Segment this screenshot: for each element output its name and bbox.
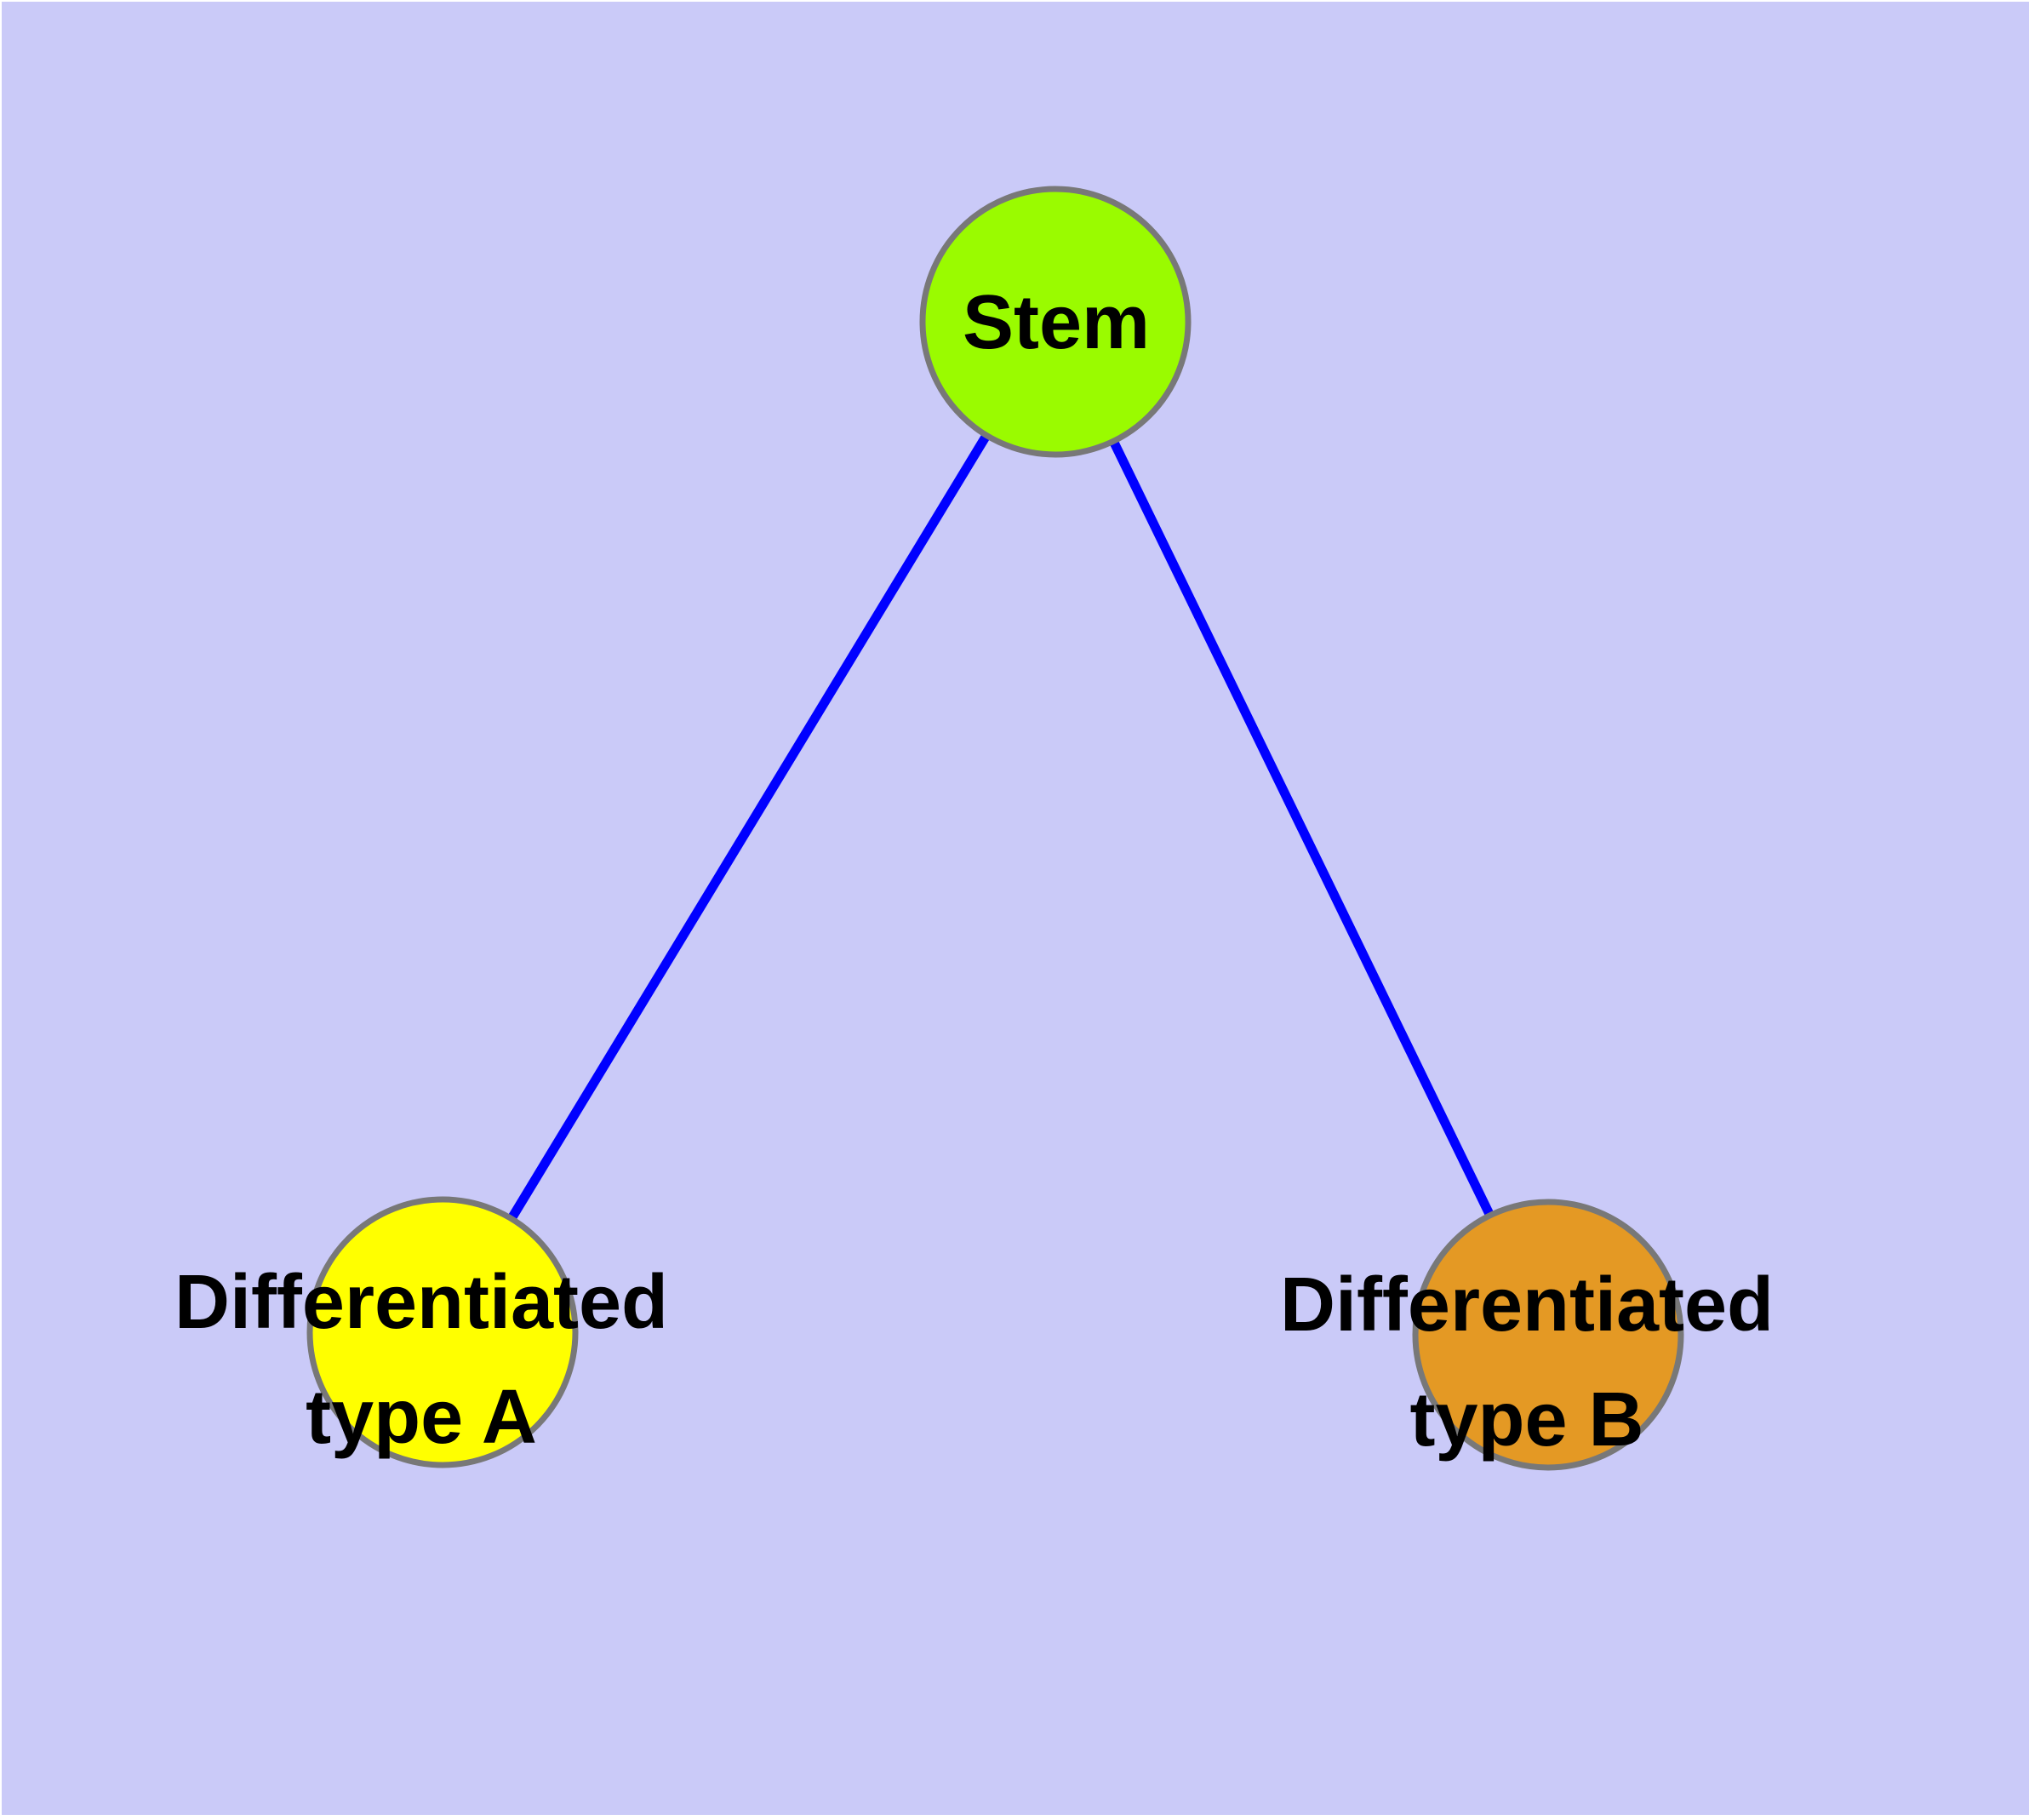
node-label-stem: Stem — [963, 280, 1150, 365]
node-label-differentiated-type-b-line1: Differentiated — [1280, 1262, 1774, 1348]
node-stem — [919, 186, 1192, 458]
node-label-differentiated-type-b-line2: type B — [1409, 1377, 1643, 1462]
edge-stem-to-differentiated-type-a — [438, 319, 1060, 1335]
node-label-differentiated-type-a-line2: type A — [306, 1375, 537, 1460]
node-differentiated-type-b — [1412, 1199, 1684, 1471]
node-differentiated-type-a — [306, 1196, 579, 1468]
edge-stem-to-differentiated-type-b — [1051, 319, 1552, 1337]
node-label-differentiated-type-a-line1: Differentiated — [174, 1260, 668, 1345]
